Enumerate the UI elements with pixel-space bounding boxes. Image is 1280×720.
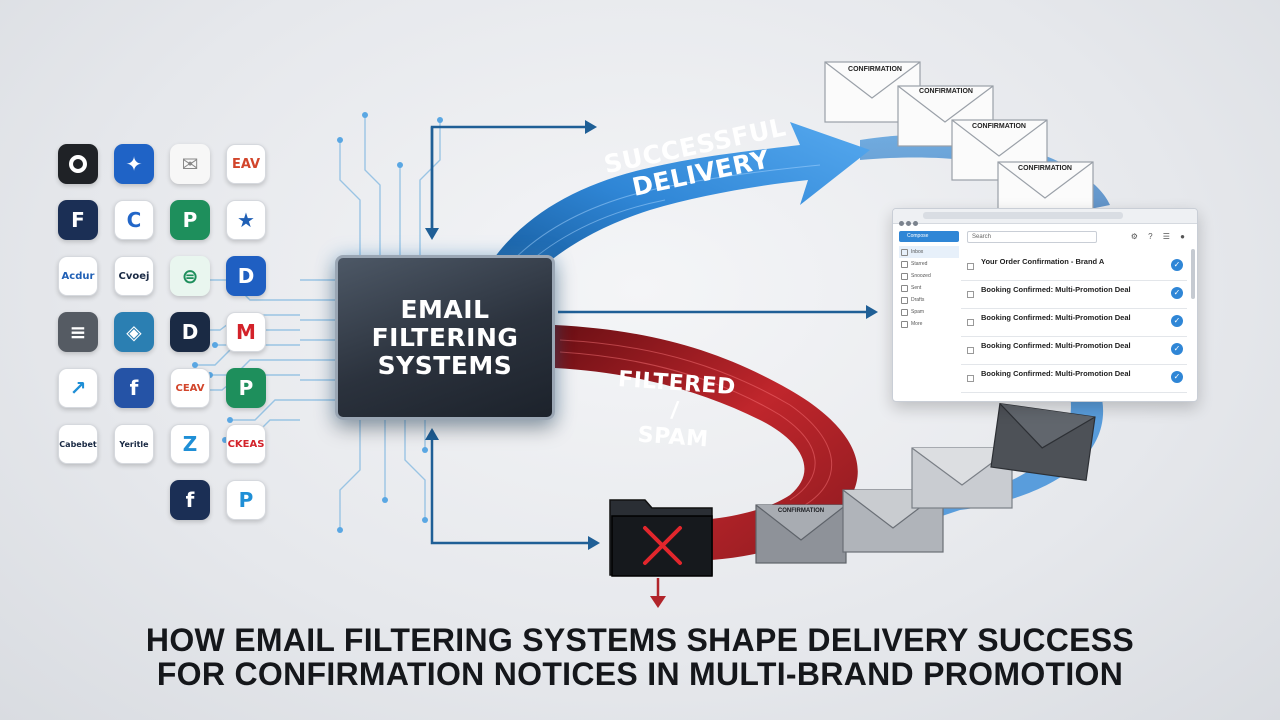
list-item[interactable]: Booking Confirmed: Multi-Promotion Deal ✓ <box>961 337 1187 365</box>
message-subject: Booking Confirmed: Multi-Promotion Deal <box>981 341 1131 350</box>
p-logo-icon: P <box>226 480 266 520</box>
headline-line-1: HOW EMAIL FILTERING SYSTEMS SHAPE DELIVE… <box>145 622 1135 658</box>
p-logo-icon: P <box>170 200 210 240</box>
star-icon: ✦ <box>114 144 154 184</box>
text-logo-icon: Acdur <box>58 256 98 296</box>
address-bar[interactable] <box>923 212 1123 219</box>
message-subject: Booking Confirmed: Multi-Promotion Deal <box>981 313 1131 322</box>
inbox-sidebar: Compose Inbox Starred Snoozed Sent Draft… <box>899 231 959 330</box>
p-logo-icon: P <box>226 368 266 408</box>
success-ribbon <box>470 122 870 305</box>
stack-icon: ≡ <box>58 312 98 352</box>
d-logo-icon: D <box>226 256 266 296</box>
m-logo-icon: M <box>226 312 266 352</box>
toolbar-icons[interactable]: ⚙ ? ☰ ● <box>1130 232 1189 241</box>
text-logo-icon: CEAV <box>170 368 210 408</box>
message-subject: Booking Confirmed: Multi-Promotion Deal <box>981 369 1131 378</box>
list-item[interactable]: Booking Confirmed: Multi-Promotion Deal ✓ <box>961 281 1187 309</box>
shield-icon: ★ <box>226 200 266 240</box>
email-inbox-window: Compose Inbox Starred Snoozed Sent Draft… <box>892 208 1198 402</box>
sidebar-item-sent[interactable]: Sent <box>899 282 959 294</box>
check-icon: ✓ <box>1171 371 1183 383</box>
search-input[interactable]: Search <box>967 231 1097 243</box>
checkbox[interactable] <box>967 375 974 382</box>
checkbox[interactable] <box>967 347 974 354</box>
browser-bar <box>893 209 1197 226</box>
message-subject: Booking Confirmed: Multi-Promotion Deal <box>981 285 1131 294</box>
spam-folder-icon <box>609 499 713 577</box>
list-item[interactable]: Booking Confirmed: Multi-Promotion Deal ✓ <box>961 365 1187 393</box>
text-logo-icon: Cvoej <box>114 256 154 296</box>
c-logo-icon: C <box>114 200 154 240</box>
text-logo-icon: Cabebet <box>58 424 98 464</box>
sidebar-item-spam[interactable]: Spam <box>899 306 959 318</box>
spam-ribbon <box>555 325 858 562</box>
check-icon: ✓ <box>1171 343 1183 355</box>
z-logo-icon: Z <box>170 424 210 464</box>
f-logo-icon: F <box>58 200 98 240</box>
headline-line-2: FOR CONFIRMATION NOTICES IN MULTI-BRAND … <box>156 656 1124 692</box>
facebook-icon: f <box>170 480 210 520</box>
circle-logo-icon: ⊜ <box>170 256 210 296</box>
sidebar-item-drafts[interactable]: Drafts <box>899 294 959 306</box>
check-icon: ✓ <box>1171 315 1183 327</box>
d-logo-icon: D <box>170 312 210 352</box>
sidebar-item-snoozed[interactable]: Snoozed <box>899 270 959 282</box>
arrow-logo-icon: ↗ <box>58 368 98 408</box>
compose-button[interactable]: Compose <box>899 231 959 242</box>
inbox-message-list: Your Order Confirmation - Brand A ✓ Booki… <box>961 253 1187 393</box>
text-logo-icon: EAV <box>226 144 266 184</box>
sidebar-item-starred[interactable]: Starred <box>899 258 959 270</box>
check-icon: ✓ <box>1171 259 1183 271</box>
inbox-toolbar: Search ⚙ ? ☰ ● <box>967 231 1189 245</box>
email-filtering-systems-box: EMAIL FILTERING SYSTEMS <box>335 255 555 420</box>
envelope-icon: ✉ <box>170 144 210 184</box>
envelope-label-2: CONFIRMATION <box>919 88 973 95</box>
list-item[interactable]: Your Order Confirmation - Brand A ✓ <box>961 253 1187 281</box>
scrollbar[interactable] <box>1191 249 1195 299</box>
window-controls <box>899 213 921 226</box>
check-icon: ✓ <box>1171 287 1183 299</box>
circle-c-icon <box>58 144 98 184</box>
envelope-label-3: CONFIRMATION <box>972 123 1026 130</box>
checkbox[interactable] <box>967 319 974 326</box>
envelope-label-4: CONFIRMATION <box>1018 165 1072 172</box>
spam-envelope-1 <box>755 504 847 564</box>
text-logo-icon: CKEAS <box>226 424 266 464</box>
facebook-icon: f <box>114 368 154 408</box>
checkbox[interactable] <box>967 263 974 270</box>
spam-envelope-label: CONFIRMATION <box>777 508 825 514</box>
list-item[interactable]: Booking Confirmed: Multi-Promotion Deal ✓ <box>961 309 1187 337</box>
checkbox[interactable] <box>967 291 974 298</box>
message-subject: Your Order Confirmation - Brand A <box>981 257 1105 266</box>
sidebar-item-inbox[interactable]: Inbox <box>899 246 959 258</box>
connector-bottom <box>430 430 588 545</box>
layers-icon: ◈ <box>114 312 154 352</box>
filter-box-title: EMAIL FILTERING SYSTEMS <box>371 294 519 380</box>
envelope-stream <box>860 134 1110 210</box>
spam-envelope-4 <box>990 402 1096 482</box>
text-logo-icon: Yeritle <box>114 424 154 464</box>
envelope-label-1: CONFIRMATION <box>848 66 902 73</box>
sidebar-item-more[interactable]: More <box>899 318 959 330</box>
